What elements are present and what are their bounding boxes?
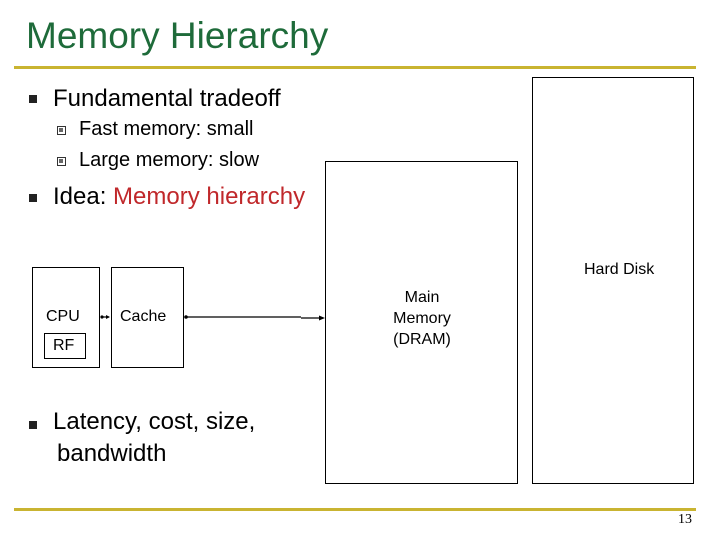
bullet-latency-line1: Latency, cost, size, [53,408,256,435]
bullet-latency-line2: bandwidth [57,440,167,467]
main-memory-box [325,161,518,484]
slide-title: Memory Hierarchy [26,15,329,56]
sub-bullet-fast-memory: Fast memory: small [79,118,254,140]
hard-disk-box [532,77,694,484]
idea-highlight: Memory hierarchy [113,183,306,210]
cpu-label: CPU [46,308,80,325]
bullet-fundamental-tradeoff: Fundamental tradeoff [53,85,281,112]
cache-memory-connector [184,315,325,321]
hard-disk-label: Hard Disk [584,261,655,278]
bullet-icon [29,95,37,103]
title-rule [14,66,696,69]
bullet-icon [29,421,37,429]
register-file-box [44,333,86,359]
main-memory-label: Main Memory (DRAM) [372,287,472,350]
cpu-cache-connector [100,315,110,319]
bullet-idea: Idea: Memory hierarchy [53,183,305,211]
main-memory-line2: Memory [393,310,451,327]
sub-bullet-icon [57,157,66,166]
cache-box [111,267,184,368]
sub-bullet-icon [57,126,66,135]
idea-prefix: Idea: [53,183,114,210]
register-file-label: RF [53,337,75,354]
footer-rule [14,508,696,511]
cache-label: Cache [120,308,167,325]
sub-bullet-large-memory: Large memory: slow [79,149,260,171]
bullet-icon [29,194,37,202]
main-memory-line1: Main [404,289,440,306]
page-number: 13 [678,512,692,527]
main-memory-line3: (DRAM) [393,331,451,348]
